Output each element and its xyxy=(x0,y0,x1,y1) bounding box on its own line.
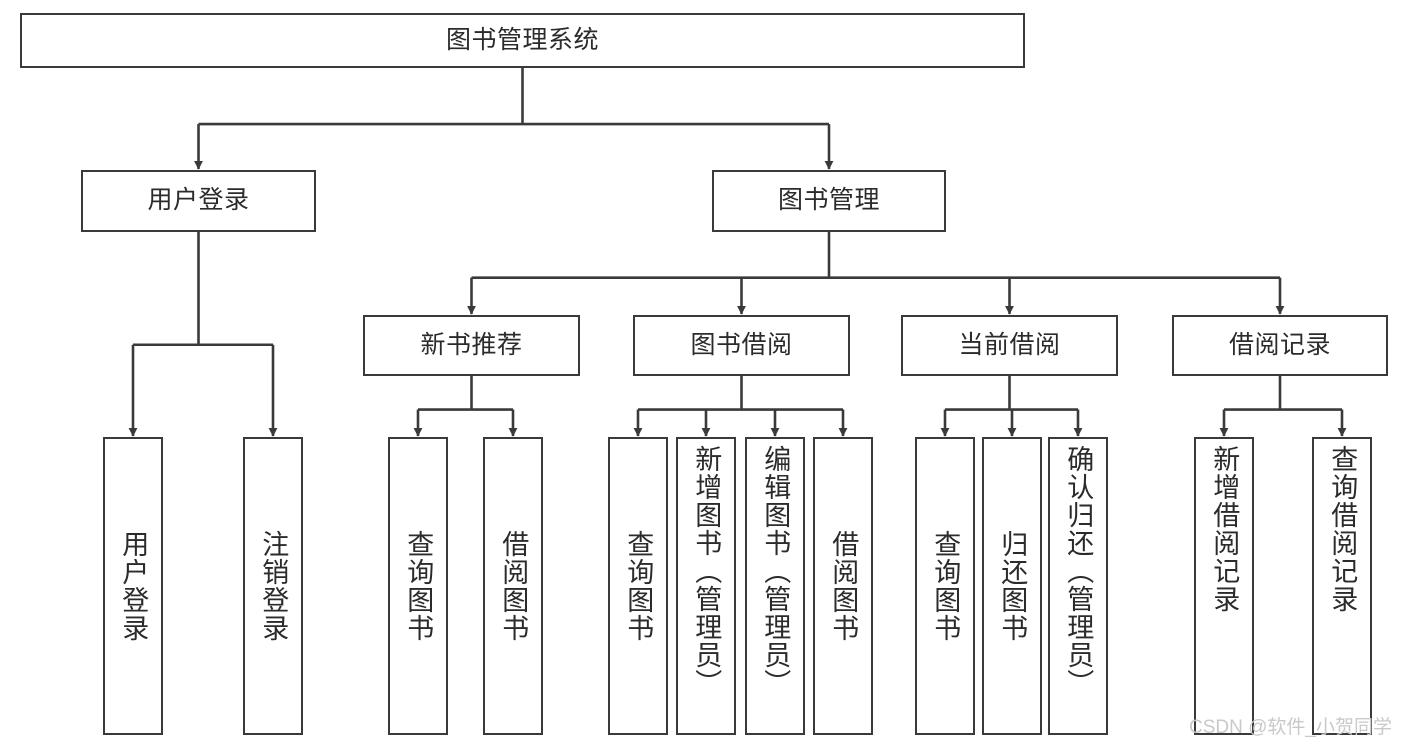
node-leaf-confirm-return[interactable]: 确认归还（管理员） xyxy=(1048,437,1108,735)
node-leaf-query-book-1[interactable]: 查询图书 xyxy=(388,437,448,735)
node-label: 新书推荐 xyxy=(420,330,523,359)
node-label: 编辑图书（管理员） xyxy=(760,445,791,697)
node-leaf-return-book[interactable]: 归还图书 xyxy=(982,437,1042,735)
node-label: 查询图书 xyxy=(623,530,654,642)
node-leaf-logout[interactable]: 注销登录 xyxy=(243,437,303,735)
node-label: 图书管理系统 xyxy=(445,25,599,54)
node-label: 图书管理 xyxy=(777,186,880,215)
node-leaf-query-record[interactable]: 查询借阅记录 xyxy=(1312,437,1372,735)
node-leaf-borrow-book-1[interactable]: 借阅图书 xyxy=(483,437,543,735)
node-label: 注销登录 xyxy=(258,530,289,642)
node-leaf-query-book-2[interactable]: 查询图书 xyxy=(608,437,668,735)
node-leaf-borrow-book-2[interactable]: 借阅图书 xyxy=(813,437,873,735)
csdn-watermark: CSDN @软件_小贺同学 xyxy=(1189,717,1392,738)
node-label: 当前借阅 xyxy=(958,330,1061,359)
node-label: 用户登录 xyxy=(118,530,149,642)
node-label: 借阅图书 xyxy=(498,530,529,642)
node-book-manage[interactable]: 图书管理 xyxy=(712,170,946,232)
node-book-borrow[interactable]: 图书借阅 xyxy=(633,315,850,376)
node-root[interactable]: 图书管理系统 xyxy=(20,13,1025,68)
node-label: 借阅记录 xyxy=(1228,330,1331,359)
node-new-book-rec[interactable]: 新书推荐 xyxy=(363,315,580,376)
node-current-borrow[interactable]: 当前借阅 xyxy=(901,315,1118,376)
node-label: 查询借阅记录 xyxy=(1327,445,1358,613)
node-label: 查询图书 xyxy=(403,530,434,642)
node-label: 借阅图书 xyxy=(828,530,859,642)
node-leaf-edit-book[interactable]: 编辑图书（管理员） xyxy=(745,437,805,735)
node-label: 用户登录 xyxy=(147,186,250,215)
node-label: 归还图书 xyxy=(997,530,1028,642)
node-leaf-add-record[interactable]: 新增借阅记录 xyxy=(1194,437,1254,735)
node-borrow-record[interactable]: 借阅记录 xyxy=(1172,315,1388,376)
node-label: 查询图书 xyxy=(930,530,961,642)
node-leaf-query-book-3[interactable]: 查询图书 xyxy=(915,437,975,735)
node-leaf-add-book[interactable]: 新增图书（管理员） xyxy=(676,437,736,735)
node-label: 新增图书（管理员） xyxy=(691,445,722,697)
node-label: 图书借阅 xyxy=(690,330,793,359)
node-label: 确认归还（管理员） xyxy=(1063,445,1094,697)
node-label: 新增借阅记录 xyxy=(1209,445,1240,613)
node-leaf-user-login[interactable]: 用户登录 xyxy=(103,437,163,735)
node-user-login[interactable]: 用户登录 xyxy=(81,170,316,232)
